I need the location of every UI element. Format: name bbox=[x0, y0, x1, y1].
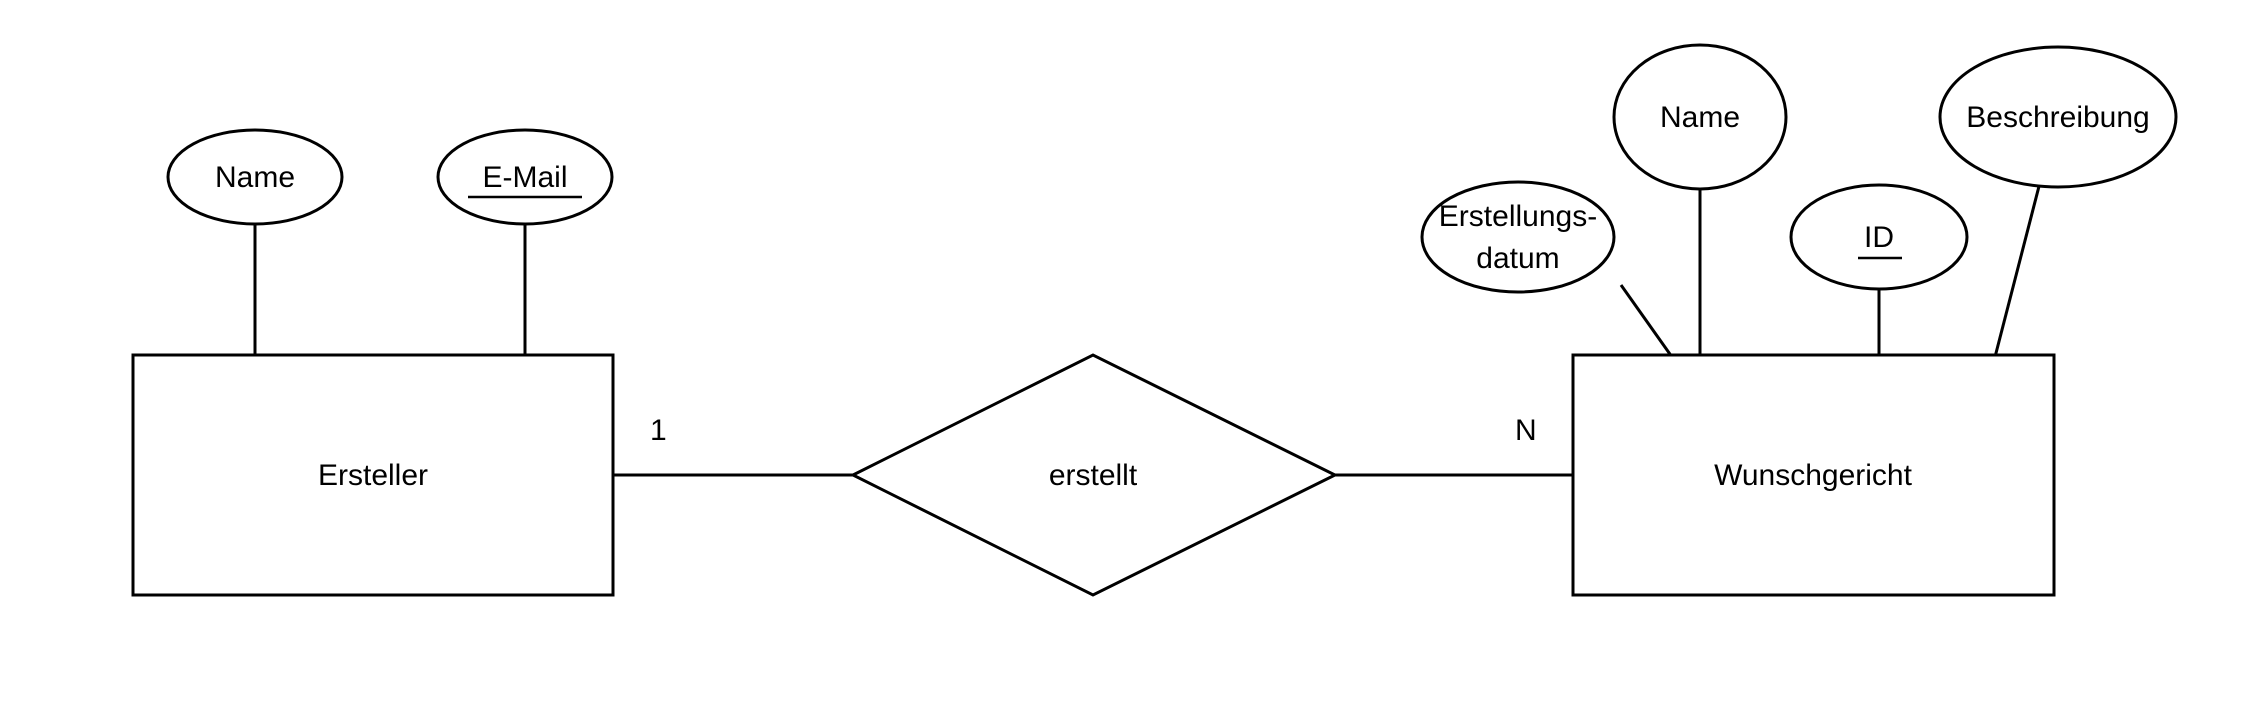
entity-wunschgericht-box[interactable] bbox=[1571, 353, 2056, 597]
cardinality-label-one: 1 bbox=[650, 414, 667, 447]
entity-ersteller-box[interactable] bbox=[131, 353, 615, 597]
attribute-wg-erstellungsdatum-label-line1: Erstellungs- bbox=[1439, 200, 1597, 233]
attribute-wg-id-ellipse[interactable] bbox=[1789, 183, 1969, 291]
entity-ersteller[interactable]: Ersteller bbox=[131, 353, 615, 597]
attribute-ersteller-email[interactable]: E-Mail bbox=[436, 128, 614, 226]
connector-wg-beschreibung bbox=[1993, 162, 2047, 358]
attribute-wg-beschreibung[interactable]: Beschreibung bbox=[1938, 45, 2178, 189]
attribute-wg-id[interactable]: ID bbox=[1789, 183, 1969, 291]
entity-wunschgericht[interactable]: Wunschgericht bbox=[1571, 353, 2056, 597]
cardinality-label-n: N bbox=[1515, 414, 1537, 447]
attribute-wg-id-label: ID bbox=[1864, 221, 1894, 254]
relationship-erstellt[interactable]: erstellt bbox=[849, 353, 1339, 597]
attribute-ersteller-name-ellipse[interactable] bbox=[166, 128, 344, 226]
relationship-erstellt-label: erstellt bbox=[1049, 459, 1138, 492]
attribute-ersteller-name[interactable]: Name bbox=[166, 128, 344, 226]
relationship-erstellt-diamond[interactable] bbox=[849, 353, 1339, 597]
attribute-wg-name-label: Name bbox=[1660, 101, 1740, 134]
attribute-ersteller-email-ellipse[interactable] bbox=[436, 128, 614, 226]
entity-ersteller-label: Ersteller bbox=[318, 459, 428, 492]
attribute-ersteller-name-label: Name bbox=[215, 161, 295, 194]
attribute-wg-erstellungsdatum-ellipse[interactable] bbox=[1420, 180, 1616, 294]
connector-wg-erstellungsdatum bbox=[1619, 284, 1674, 358]
attribute-wg-name[interactable]: Name bbox=[1612, 43, 1788, 191]
attribute-wg-beschreibung-ellipse[interactable] bbox=[1938, 45, 2178, 189]
entity-wunschgericht-label: Wunschgericht bbox=[1714, 459, 1913, 492]
attribute-ersteller-email-label: E-Mail bbox=[482, 161, 567, 194]
attribute-wg-erstellungsdatum-label-line2: datum bbox=[1476, 242, 1559, 275]
attribute-wg-beschreibung-label: Beschreibung bbox=[1966, 101, 2149, 134]
attribute-wg-name-ellipse[interactable] bbox=[1612, 43, 1788, 191]
attribute-wg-erstellungsdatum[interactable]: Erstellungs- datum bbox=[1420, 180, 1616, 294]
